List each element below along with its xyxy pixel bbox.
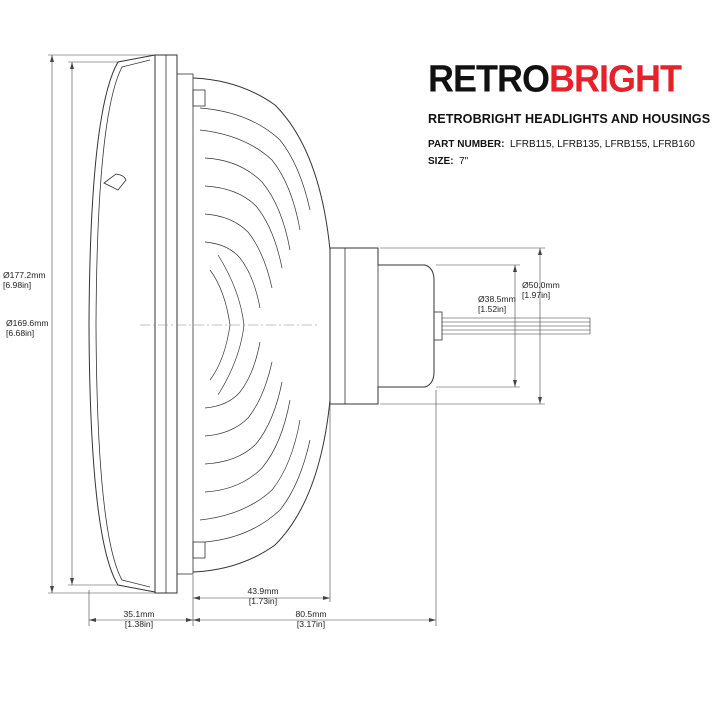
lens-inner-line bbox=[95, 59, 151, 588]
size-label: SIZE: bbox=[428, 156, 454, 167]
heatsink-fins bbox=[199, 107, 311, 543]
page-title: RETROBRIGHT HEADLIGHTS AND HOUSINGS bbox=[428, 112, 711, 126]
part-number-row: PART NUMBER: LFRB115, LFRB135, LFRB155, … bbox=[428, 139, 695, 150]
mounting-ring bbox=[176, 73, 194, 575]
part-number-label: PART NUMBER: bbox=[428, 139, 505, 150]
size-row: SIZE: 7" bbox=[428, 156, 468, 167]
mount-tab-bottom bbox=[192, 541, 206, 559]
cable-boot bbox=[433, 311, 443, 341]
dim-label-connector-inner: Ø38.5mm [1.52in] bbox=[478, 294, 516, 314]
cable-wires bbox=[442, 317, 591, 335]
mount-tab-top bbox=[192, 89, 206, 107]
lens-dome bbox=[88, 54, 156, 593]
part-number-value: LFRB115, LFRB135, LFRB155, LFRB160 bbox=[510, 139, 695, 150]
dim-label-heatsink-depth: 43.9mm [1.73in] bbox=[247, 586, 279, 606]
logo-bright: BRIGHT bbox=[549, 56, 682, 100]
logo-retro: RETRO bbox=[428, 56, 550, 100]
brand-logo: RETROBRIGHT bbox=[428, 56, 704, 100]
dim-label-lens-diameter: Ø169.6mm [6.68in] bbox=[6, 318, 49, 338]
size-value: 7" bbox=[459, 156, 469, 167]
dimension-arrows bbox=[50, 55, 542, 622]
dim-label-lens-depth: 35.1mm [1.38in] bbox=[123, 609, 155, 629]
dim-label-body-depth: 80.5mm [3.17in] bbox=[295, 609, 327, 629]
dim-label-connector-outer: Ø50.0mm [1.97in] bbox=[522, 280, 560, 300]
lens-notch bbox=[103, 173, 127, 191]
dim-label-outer-diameter: Ø177.2mm [6.98in] bbox=[3, 270, 46, 290]
connector-housing bbox=[329, 247, 435, 405]
